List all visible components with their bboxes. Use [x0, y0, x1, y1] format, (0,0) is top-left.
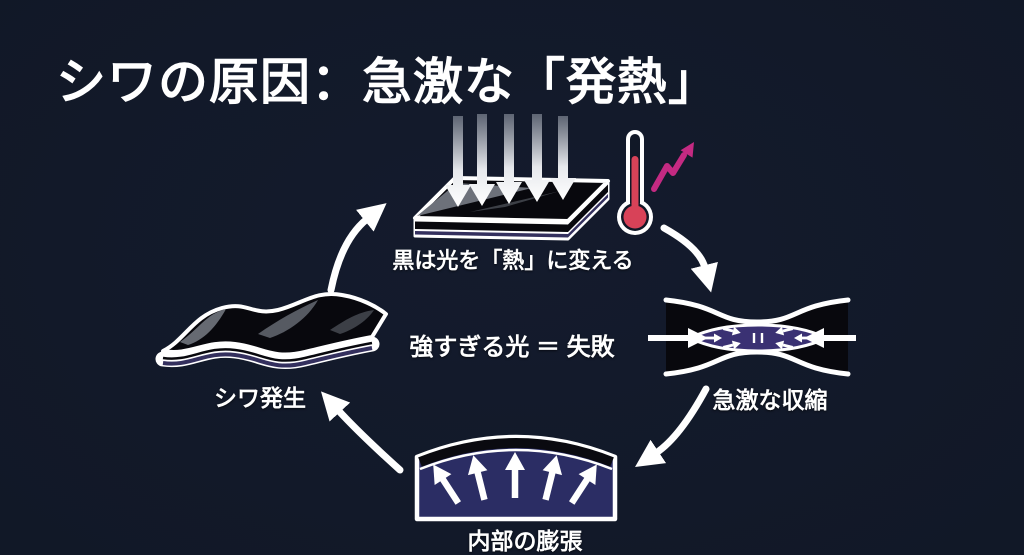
thermometer-icon: [617, 130, 653, 235]
cycle-arrow-icon-top-to-right: [660, 224, 718, 293]
label-heat-absorption: 黒は光を「熱」に変える: [392, 248, 634, 273]
wrinkled-sheet-icon: [155, 292, 388, 370]
light-beams-icon: [445, 114, 576, 207]
bulging-sheet-icon: [414, 434, 618, 522]
page-title: シワの原因：急激な「発熱」: [56, 54, 719, 110]
rising-trend-arrow-icon: [651, 142, 694, 192]
label-wrinkling: シワ発生: [214, 385, 306, 411]
cycle-arrow-icon-right-to-bottom: [635, 385, 710, 467]
label-expansion: 内部の膨張: [467, 528, 583, 554]
pinched-sheet-icon: [648, 297, 856, 377]
label-contraction: 急激な収縮: [712, 387, 828, 413]
cycle-arrow-icon-bottom-to-left: [320, 391, 404, 474]
center-note: 強すぎる光 ＝ 失敗: [409, 334, 615, 361]
cycle-arrow-icon-left-to-top: [327, 203, 387, 294]
